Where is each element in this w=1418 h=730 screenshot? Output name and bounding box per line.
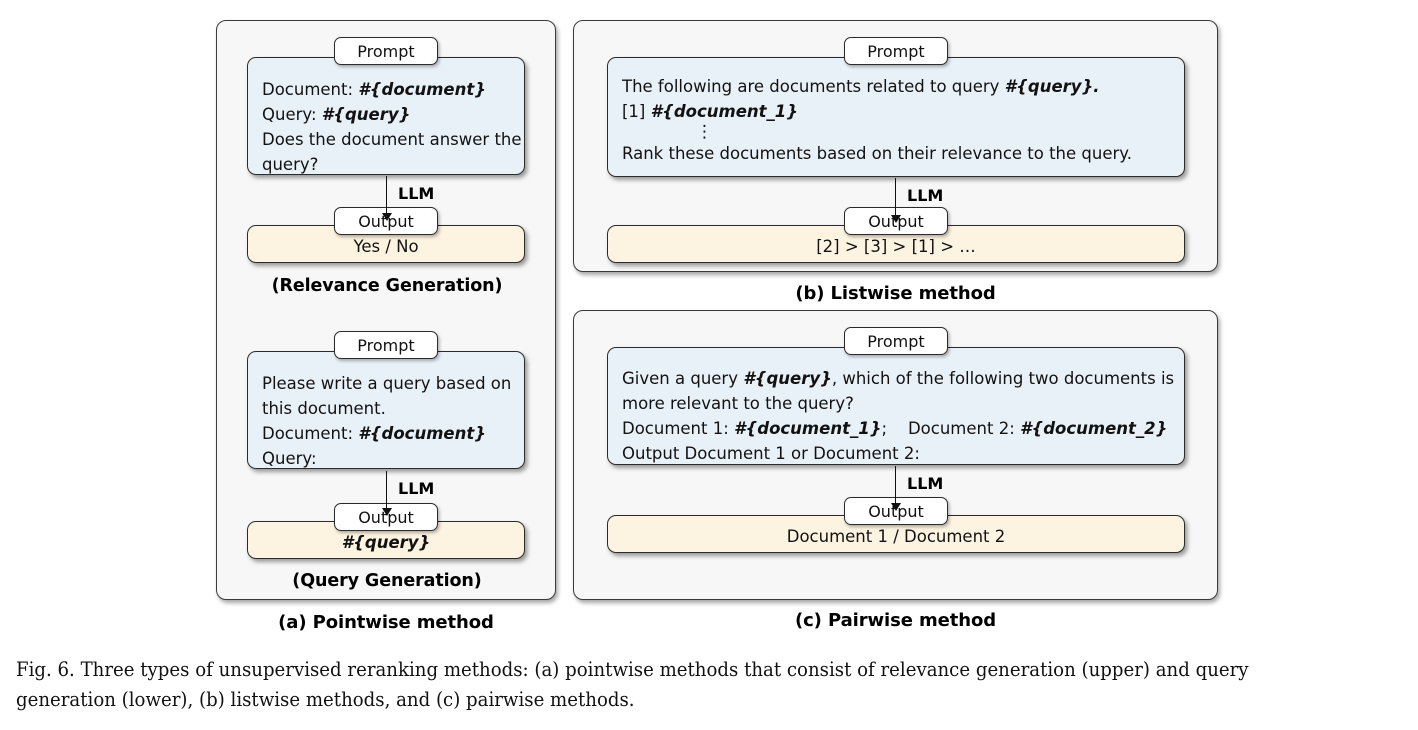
arrow-head: [381, 213, 392, 221]
prompt-line: The following are documents related to q…: [622, 74, 1174, 99]
template-variable: #{query}: [321, 105, 411, 125]
panel-pairwise: Given a query #{query}, which of the fol…: [573, 310, 1218, 600]
prompt-line: [1] #{document_1}: [622, 99, 1174, 124]
text-run: Document:: [262, 424, 359, 444]
prompt-line: Does the document answer the: [262, 127, 522, 152]
arrow-shaft: [386, 471, 387, 508]
prompt-line: Document 1: #{document_1}; Document 2: #…: [622, 416, 1174, 441]
arrow-shaft: [895, 178, 896, 215]
arrow-shaft: [386, 176, 387, 213]
llm-arrow-pairwise: LLM: [890, 466, 943, 512]
text-run: Given a query: [622, 369, 744, 388]
panel-a-caption: (a) Pointwise method: [278, 612, 494, 633]
template-variable: #{query}: [341, 533, 431, 552]
vertical-ellipsis-icon: ⋮: [696, 122, 713, 143]
output-line: Yes / No: [248, 234, 524, 259]
prompt-line: query?: [262, 152, 514, 177]
text-run: [2] > [3] > [1] > …: [816, 237, 976, 256]
pointwise-query-prompt-box: Please write a query based on this docum…: [247, 351, 525, 469]
llm-label: LLM: [907, 474, 944, 493]
listwise-output-text: [2] > [3] > [1] > …: [608, 234, 1184, 259]
pointwise-relevance-prompt-text: Document: #{document} Query: #{query} Do…: [262, 77, 522, 177]
text-run: Query:: [262, 105, 322, 125]
prompt-line: Document: #{document}: [262, 77, 514, 102]
text-run: Does the document answer the: [262, 130, 522, 150]
output-tab-label: Output: [334, 207, 438, 235]
text-run: Output Document 1 or Document 2:: [622, 444, 920, 464]
prompt-line: Rank these documents based on their rele…: [622, 141, 1174, 166]
figure-caption: Fig. 6. Three types of unsupervised rera…: [16, 658, 1249, 712]
template-variable: #{document_2}: [1020, 419, 1168, 439]
pairwise-prompt-box: Given a query #{query}, which of the fol…: [607, 347, 1185, 465]
template-variable: #{document}: [358, 80, 486, 99]
listwise-prompt-text: The following are documents related to q…: [622, 74, 1174, 166]
text-run: query?: [262, 155, 319, 175]
query-generation-caption: (Query Generation): [292, 571, 482, 591]
text-run: [1]: [622, 102, 651, 122]
arrow-head: [890, 215, 901, 223]
output-line: Document 1 / Document 2: [608, 524, 1184, 549]
text-run: Rank these documents based on their rele…: [622, 144, 1132, 164]
pointwise-query-prompt-text: Please write a query based on this docum…: [262, 371, 514, 471]
relevance-generation-caption: (Relevance Generation): [271, 276, 503, 296]
pointwise-relevance-output-text: Yes / No: [248, 234, 524, 259]
text-run: ; Document 2:: [881, 419, 1021, 439]
llm-label: LLM: [398, 184, 435, 203]
output-tab-label: Output: [844, 497, 948, 525]
prompt-line: Query:: [262, 446, 514, 471]
text-run: Please write a query based on: [262, 374, 512, 393]
output-tab-label: Output: [334, 503, 438, 531]
prompt-line: Given a query #{query}, which of the fol…: [622, 366, 1174, 391]
text-run: Document 1 / Document 2: [786, 527, 1006, 546]
text-run: more relevant to the query?: [622, 394, 854, 414]
llm-label: LLM: [907, 186, 944, 205]
template-variable: #{query}.: [1004, 77, 1100, 96]
arrow-shaft: [895, 466, 896, 503]
llm-arrow-relevance: LLM: [381, 176, 434, 222]
prompt-line: Please write a query based on: [262, 371, 514, 396]
pairwise-prompt-text: Given a query #{query}, which of the fol…: [622, 366, 1174, 466]
prompt-tab-label: Prompt: [844, 327, 948, 355]
panel-listwise: The following are documents related to q…: [573, 20, 1218, 272]
listwise-prompt-box: The following are documents related to q…: [607, 57, 1185, 177]
template-variable: #{document_1}: [734, 419, 882, 439]
pairwise-output-text: Document 1 / Document 2: [608, 524, 1184, 549]
prompt-line: Output Document 1 or Document 2:: [622, 441, 1174, 466]
llm-label: LLM: [398, 479, 435, 498]
output-line: #{query}: [248, 530, 524, 555]
prompt-line: more relevant to the query?: [622, 391, 1174, 416]
panel-pointwise: Document: #{document} Query: #{query} Do…: [216, 20, 556, 600]
prompt-tab-label: Prompt: [334, 331, 438, 359]
llm-arrow-query: LLM: [381, 471, 434, 517]
arrow-head: [890, 503, 901, 511]
text-run: Document 1:: [622, 419, 735, 439]
panel-c-caption: (c) Pairwise method: [794, 610, 996, 631]
text-run: Yes / No: [353, 237, 419, 256]
panel-b-caption: (b) Listwise method: [795, 283, 996, 304]
text-run: , which of the following two documents i…: [831, 369, 1175, 388]
prompt-tab-label: Prompt: [334, 37, 438, 65]
text-run: this document.: [262, 399, 386, 419]
prompt-ellipsis: ⋮: [622, 124, 1174, 141]
llm-arrow-listwise: LLM: [890, 178, 943, 224]
pointwise-relevance-prompt-box: Document: #{document} Query: #{query} Do…: [247, 57, 525, 175]
pointwise-query-output-text: #{query}: [248, 530, 524, 555]
template-variable: #{document}: [358, 424, 486, 444]
text-run: Query:: [262, 449, 317, 469]
prompt-line: this document.: [262, 396, 514, 421]
prompt-line: Query: #{query}: [262, 102, 514, 127]
arrow-head: [381, 508, 392, 516]
text-run: Document:: [262, 80, 359, 99]
output-line: [2] > [3] > [1] > …: [608, 234, 1184, 259]
template-variable: #{query}: [743, 369, 832, 388]
prompt-line: Document: #{document}: [262, 421, 514, 446]
prompt-tab-label: Prompt: [844, 37, 948, 65]
text-run: The following are documents related to q…: [622, 77, 1005, 96]
template-variable: #{document_1}: [650, 102, 799, 122]
